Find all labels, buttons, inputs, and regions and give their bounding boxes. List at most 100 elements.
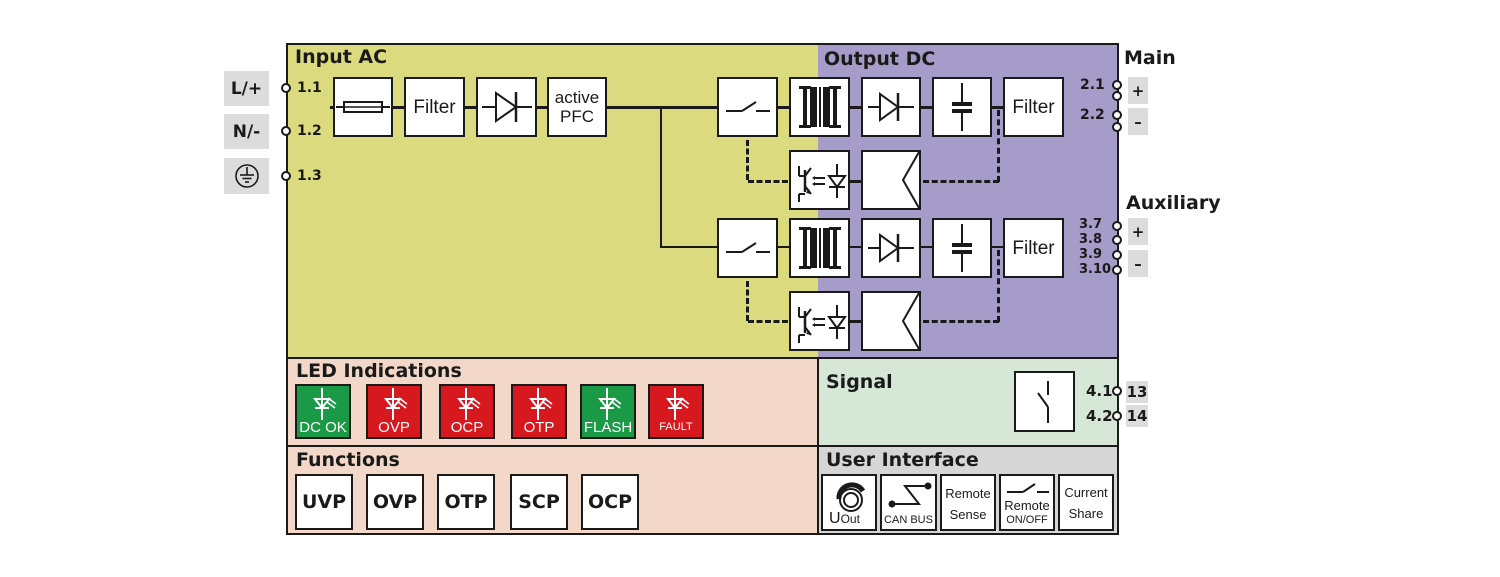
ui-remote-sense[interactable]: Remote Sense [940, 474, 996, 531]
function-uvp: UVP [295, 474, 353, 530]
input-ac-title: Input AC [295, 46, 388, 68]
main-filter-feedback-dash [997, 110, 1000, 182]
aux-comparator-block [861, 291, 921, 351]
main-plus-label: + [1128, 77, 1148, 104]
function-scp: SCP [510, 474, 568, 530]
output-dc-title: Output DC [824, 48, 936, 70]
led-icon [597, 388, 622, 420]
main-switch-feedback-dash [746, 140, 749, 180]
transformer-icon [798, 227, 841, 269]
ui-current-share[interactable]: Current Share [1058, 474, 1114, 531]
can-bus-icon [888, 482, 932, 508]
optocoupler-icon [797, 305, 847, 343]
terminal-3-8[interactable] [1112, 235, 1122, 245]
active-pfc-label-line2: PFC [560, 107, 594, 126]
main-output-filter-label: Filter [1012, 96, 1055, 118]
led-otp: OTP [511, 384, 567, 439]
led-indications-title: LED Indications [296, 360, 462, 382]
functions-title: Functions [296, 449, 400, 471]
terminal-1-2[interactable] [281, 126, 291, 136]
aux-switch-block [717, 218, 778, 278]
comparator-icon [901, 152, 919, 208]
main-comparator-feedback-dash [923, 180, 999, 183]
terminal-4-2[interactable] [1112, 411, 1122, 421]
led-ovp: OVP [366, 384, 422, 439]
main-feedback-link [848, 180, 862, 183]
terminal-2-1b[interactable] [1112, 91, 1122, 101]
ui-can-bus[interactable]: CAN BUS [880, 474, 937, 531]
terminal-2-2-label: 2.2 [1080, 107, 1105, 123]
led-icon [312, 388, 337, 420]
led-fault: FAULT [648, 384, 704, 439]
terminal-2-2[interactable] [1112, 110, 1122, 120]
aux-output-filter-label: Filter [1012, 237, 1055, 259]
main-minus-label: – [1128, 108, 1148, 135]
function-ovp: OVP [366, 474, 424, 530]
input-filter-label: Filter [413, 96, 456, 118]
terminal-3-10[interactable] [1112, 265, 1122, 275]
rectifier-block [476, 77, 537, 137]
ui-uout-sub: Out [840, 512, 860, 526]
led-label: OCP [450, 419, 484, 436]
relay-contact-icon [1036, 380, 1049, 423]
terminal-1-2-label: 1.2 [297, 123, 322, 139]
main-output-filter-block: Filter [1003, 77, 1064, 137]
aux-branch-line [660, 107, 662, 248]
aux-comparator-feedback-dash [923, 320, 999, 323]
terminal-2-1[interactable] [1112, 80, 1122, 90]
ui-remote-sense-line2: Sense [949, 507, 987, 522]
main-capacitor-block [932, 77, 992, 137]
main-optocoupler-block [789, 150, 850, 210]
main-switch-feedback-dash-h [748, 180, 788, 183]
terminal-label-l: L/+ [224, 71, 269, 106]
terminal-3-7[interactable] [1112, 221, 1122, 231]
fuse-icon [336, 101, 390, 113]
terminal-label-n: N/- [224, 114, 269, 149]
led-ocp: OCP [439, 384, 495, 439]
terminal-3-9-label: 3.9 [1079, 247, 1103, 262]
capacitor-icon [952, 224, 972, 272]
switch-icon [1007, 483, 1049, 493]
main-output-title: Main [1124, 47, 1176, 69]
transformer-icon [798, 86, 841, 128]
potentiometer-icon [836, 482, 866, 512]
main-comparator-block [861, 150, 921, 210]
ui-current-share-line1: Current [1064, 485, 1108, 500]
signal-title: Signal [826, 371, 893, 393]
capacitor-icon [952, 83, 972, 131]
comparator-icon [901, 293, 919, 349]
terminal-2-2b[interactable] [1112, 122, 1122, 132]
signal-relay-block [1014, 371, 1075, 432]
main-switch-block [717, 77, 778, 137]
led-icon [456, 388, 481, 420]
aux-transformer-block [789, 218, 850, 278]
ui-uout-u: U [829, 510, 841, 527]
diode-icon [868, 233, 914, 263]
function-ocp: OCP [581, 474, 639, 530]
terminal-4-1-label: 4.1 [1086, 382, 1113, 400]
terminal-1-1-label: 1.1 [297, 80, 322, 96]
led-label: FAULT [659, 421, 693, 433]
ui-current-share-line2: Share [1068, 506, 1104, 521]
led-label: OTP [523, 419, 555, 436]
input-filter-block: Filter [404, 77, 465, 137]
ui-remote-on-off-line2: ON/OFF [1006, 514, 1048, 526]
terminal-3-8-label: 3.8 [1079, 232, 1103, 247]
ui-uout-label: UOut [829, 510, 875, 528]
terminal-4-2-label: 4.2 [1086, 407, 1113, 425]
signal-pin-13: 13 [1126, 381, 1148, 403]
main-diode-block [861, 77, 921, 137]
terminal-4-1[interactable] [1112, 386, 1122, 396]
ui-uout-potentiometer[interactable]: UOut [821, 474, 877, 531]
terminal-1-1[interactable] [281, 83, 291, 93]
ui-remote-on-off[interactable]: Remote ON/OFF [999, 474, 1055, 531]
led-icon [383, 388, 408, 420]
aux-diode-block [861, 218, 921, 278]
terminal-3-9[interactable] [1112, 250, 1122, 260]
aux-filter-feedback-dash [997, 250, 1000, 322]
auxiliary-output-title: Auxiliary [1126, 192, 1221, 214]
aux-switch-feedback-dash [746, 281, 749, 321]
main-transformer-block [789, 77, 850, 137]
terminal-1-3[interactable] [281, 171, 291, 181]
led-label: OVP [378, 419, 410, 436]
